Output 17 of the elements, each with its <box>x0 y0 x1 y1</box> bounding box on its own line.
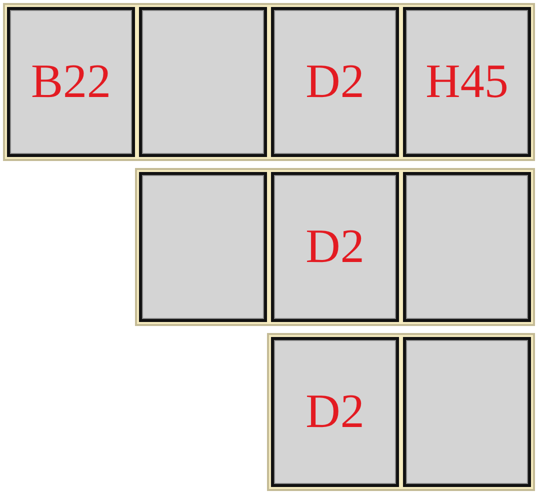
grid-square <box>403 7 531 157</box>
grid-square <box>139 7 267 157</box>
row-panel <box>3 3 535 161</box>
grid-square <box>271 337 399 487</box>
grid-square <box>271 172 399 322</box>
grid-square <box>403 172 531 322</box>
row-panel <box>267 333 535 491</box>
code-label: B22 <box>30 58 111 106</box>
grid-square <box>7 7 135 157</box>
row-panel <box>135 168 535 326</box>
code-label: H45 <box>426 58 508 106</box>
grid-square <box>403 337 531 487</box>
grid-square <box>271 7 399 157</box>
code-label: D2 <box>306 58 364 106</box>
code-label: D2 <box>306 223 364 271</box>
code-label: D2 <box>306 388 364 436</box>
grid-square <box>139 172 267 322</box>
